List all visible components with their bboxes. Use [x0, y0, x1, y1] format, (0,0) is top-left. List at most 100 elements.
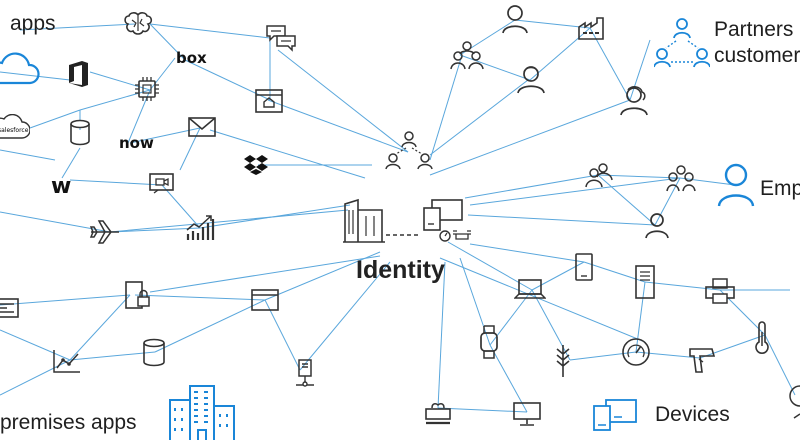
connection-line: [161, 184, 201, 229]
user-icon: [620, 86, 648, 116]
connection-line: [264, 251, 381, 301]
employees-label: Emp: [760, 177, 800, 200]
server-icon: [635, 265, 655, 299]
connection-line: [19, 23, 136, 31]
connection-line: [439, 257, 646, 343]
connection-line: [597, 174, 681, 179]
connection-line: [514, 19, 591, 29]
office-buildings-icon: [169, 385, 235, 440]
connection-line: [109, 209, 349, 233]
phone-icon: [575, 253, 593, 281]
growth-chart-icon: [186, 215, 215, 240]
box-logo: box: [176, 49, 207, 67]
customers-label: customers: [714, 44, 800, 67]
connection-line: [437, 261, 446, 409]
group-icon: [666, 165, 696, 192]
connection-line: [583, 261, 646, 283]
connection-line: [447, 241, 533, 291]
partial-device-icon: [789, 385, 800, 419]
user-icon: [517, 66, 545, 94]
connection-line: [529, 27, 591, 81]
mail-icon: [188, 117, 216, 137]
devices-icon: [593, 399, 637, 431]
connection-line: [109, 227, 201, 233]
connection-line: [459, 257, 491, 346]
connection-line: [699, 334, 766, 359]
identity-label: Identity: [356, 256, 445, 284]
devices-label: Devices: [655, 403, 730, 426]
connection-line: [489, 344, 528, 413]
group-icon: [585, 163, 613, 188]
connection-line: [597, 174, 656, 226]
connection-line: [437, 407, 528, 413]
dropbox-icon: [244, 155, 268, 175]
cloud-icon: [0, 52, 40, 85]
connection-line: [149, 255, 381, 293]
database-icon: [70, 119, 90, 146]
chat-icon: [266, 25, 296, 52]
line-chart-icon: [53, 350, 80, 373]
connection-line: [429, 99, 631, 176]
connection-line: [429, 79, 529, 156]
connection-line: [635, 351, 701, 359]
connection-line: [0, 149, 56, 161]
brain-icon: [124, 12, 153, 35]
connection-line: [149, 23, 271, 39]
identity-hierarchy-icon: [385, 131, 433, 170]
wheat-icon: [556, 345, 570, 377]
connection-line: [629, 39, 651, 101]
network-node-icon: [296, 359, 314, 387]
database-icon: [143, 338, 165, 367]
connection-line: [149, 57, 176, 91]
connection-line: [464, 174, 599, 199]
office-icon: [69, 61, 88, 87]
factory-icon: [578, 17, 604, 40]
connection-line: [154, 299, 266, 353]
barcode-scanner-icon: [689, 348, 716, 373]
connection-line: [589, 27, 631, 101]
printer-icon: [705, 278, 735, 304]
now-logo: now: [119, 134, 154, 152]
connection-line: [29, 109, 81, 129]
connection-line: [469, 177, 681, 206]
salesforce-text: salesforce: [0, 127, 29, 134]
devices-icon: [423, 199, 471, 242]
laptop-icon: [514, 279, 546, 299]
connection-line: [127, 89, 151, 144]
connection-line: [569, 351, 637, 361]
partner-triangle-icon: [654, 18, 710, 68]
connection-line: [149, 23, 186, 61]
connection-line: [69, 179, 163, 186]
wearable-icon: [480, 325, 498, 359]
gauge-icon: [622, 338, 650, 366]
onprem-apps-label: premises apps: [0, 411, 137, 434]
connection-line: [459, 54, 531, 81]
desktop-icon: [513, 402, 541, 426]
user-icon: [645, 213, 669, 239]
connection-line: [264, 299, 301, 371]
connection-line: [179, 127, 201, 171]
partners-label: Partners: [714, 18, 794, 41]
connection-line: [679, 177, 736, 186]
airplane-icon: [89, 220, 119, 244]
connection-line: [467, 214, 656, 226]
connection-line: [0, 71, 71, 81]
connection-line: [0, 294, 131, 306]
connection-line: [0, 329, 71, 361]
user-icon: [502, 5, 528, 34]
chip-icon: [135, 77, 159, 101]
form-icon: [0, 298, 19, 318]
connection-line: [61, 147, 81, 179]
workday-logo: w: [51, 174, 72, 199]
connection-line: [134, 294, 266, 301]
link-dashes: [386, 234, 420, 236]
group-icon: [450, 41, 484, 70]
connection-line: [299, 261, 391, 371]
salesforce-logo: salesforce: [0, 114, 30, 139]
video-icon: [149, 173, 174, 194]
locked-device-icon: [125, 281, 150, 309]
cloud-apps-label: apps: [10, 12, 56, 35]
browser-window-icon: [251, 289, 279, 311]
